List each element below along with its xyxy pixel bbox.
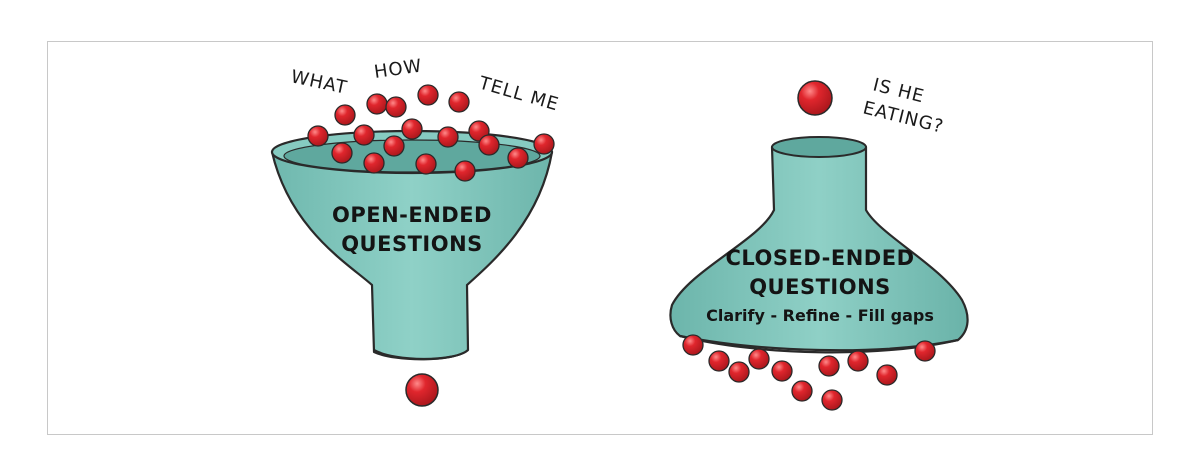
- ball: [847, 350, 869, 372]
- ball: [507, 147, 529, 169]
- ball: [437, 126, 459, 148]
- word-how: HOW: [373, 55, 424, 83]
- ball: [533, 133, 555, 155]
- illustration-frame: [47, 41, 1153, 435]
- ball: [366, 93, 388, 115]
- ball: [818, 355, 840, 377]
- open-funnel-balls: [307, 84, 555, 182]
- ball: [708, 350, 730, 372]
- ball: [771, 360, 793, 382]
- closed-funnel-output-balls: [682, 334, 936, 411]
- open-funnel-spout-lip: [373, 349, 469, 361]
- ball: [682, 334, 704, 356]
- ball: [353, 124, 375, 146]
- ball: [331, 142, 353, 164]
- ball: [748, 348, 770, 370]
- ball: [415, 153, 437, 175]
- ball-output-open: [405, 373, 439, 407]
- ball: [307, 125, 329, 147]
- ball: [417, 84, 439, 106]
- ball: [401, 118, 423, 140]
- closed-funnel-title-line1: CLOSED-ENDED: [725, 246, 914, 270]
- closed-funnel-subtitle: Clarify - Refine - Fill gaps: [706, 306, 934, 325]
- ball: [363, 152, 385, 174]
- word-tell-me: TELL ME: [476, 72, 562, 115]
- closed-question-line2: EATING?: [861, 97, 946, 137]
- ball: [478, 134, 500, 156]
- open-funnel-title-line1: OPEN-ENDED: [332, 203, 492, 227]
- word-what: WHAT: [289, 66, 349, 98]
- ball: [448, 91, 470, 113]
- ball: [334, 104, 356, 126]
- ball: [791, 380, 813, 402]
- ball: [385, 96, 407, 118]
- ball: [821, 389, 843, 411]
- open-funnel-title-line2: QUESTIONS: [341, 232, 483, 256]
- ball: [454, 160, 476, 182]
- closed-funnel-title-line2: QUESTIONS: [749, 275, 891, 299]
- closed-funnel-body: [669, 145, 969, 352]
- ball-input-closed: [797, 80, 833, 116]
- ball: [876, 364, 898, 386]
- ball: [728, 361, 750, 383]
- ball: [383, 135, 405, 157]
- closed-funnel-top-opening: [771, 136, 867, 158]
- ball: [914, 340, 936, 362]
